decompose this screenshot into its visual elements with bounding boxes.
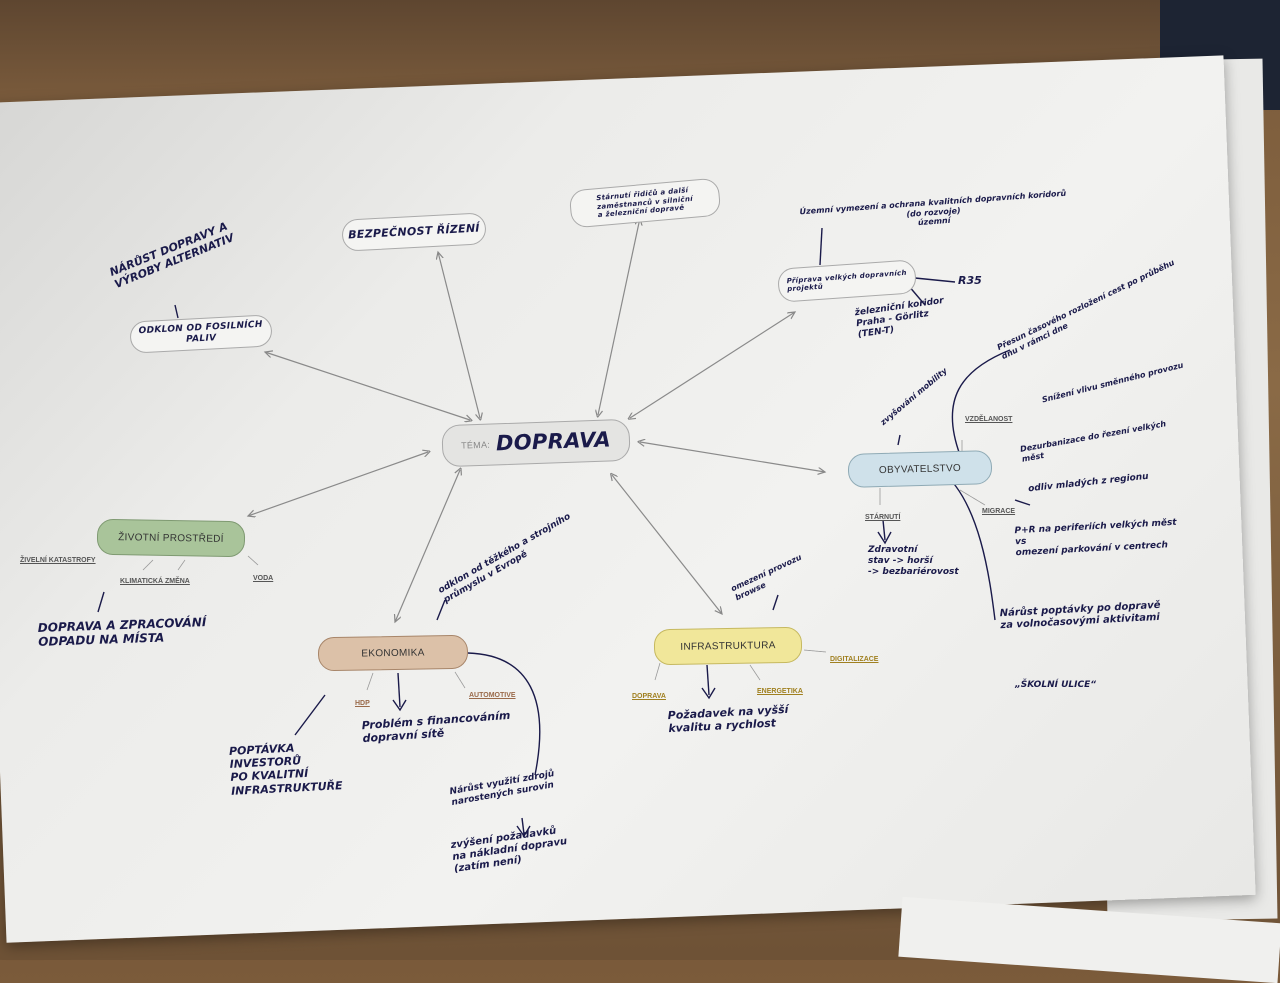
node-ekonomika: EKONOMIKA <box>317 634 469 672</box>
center-prefix: TÉMA: <box>460 439 491 451</box>
label-hdp: HDP <box>355 700 370 707</box>
label-doprava: DOPRAVA <box>632 693 666 700</box>
label-voda: VODA <box>253 575 274 582</box>
node-obyvatelstvo: OBYVATELSTVO <box>847 450 993 488</box>
node-starnuti-ridicu-label: Stárnutí řidičů a další zaměstnanců v si… <box>596 186 694 220</box>
node-zivotni-prostredi: ŽIVOTNÍ PROSTŘEDÍ <box>96 518 246 558</box>
node-zivotni-label: ŽIVOTNÍ PROSTŘEDÍ <box>118 531 224 545</box>
label-migrace: MIGRACE <box>982 508 1016 515</box>
note-poptavka: POPTÁVKA INVESTORŮ PO KVALITNÍ INFRASTRU… <box>228 741 343 798</box>
node-infrastruktura: INFRASTRUKTURA <box>653 626 803 666</box>
note-doprava-odpad: DOPRAVA A ZPRACOVÁNÍ ODPADU NA MÍSTA <box>37 615 207 650</box>
node-ekonomika-label: EKONOMIKA <box>361 646 425 660</box>
note-skolni: „ŠKOLNÍ ULICE“ <box>1015 680 1097 690</box>
label-zivelni-katastrofy: ŽIVELNÍ KATASTROFY <box>20 557 96 564</box>
center-node: TÉMA: DOPRAVA <box>441 418 631 468</box>
note-r35: R35 <box>958 274 982 287</box>
node-obyvatelstvo-label: OBYVATELSTVO <box>878 462 962 476</box>
node-odklon-label: ODKLON OD FOSILNÍCH PALIV <box>138 319 263 345</box>
label-automotive: AUTOMOTIVE <box>469 692 516 699</box>
label-energetika: ENERGETIKA <box>757 688 803 695</box>
node-infrastruktura-label: INFRASTRUKTURA <box>680 639 776 653</box>
connector-lines <box>97 0 1031 838</box>
label-digitalizace: DIGITALIZACE <box>830 656 879 663</box>
label-klimaticka-zmena: KLIMATICKÁ ZMĚNA <box>120 578 190 585</box>
label-starnuti: STÁRNUTÍ <box>865 514 901 521</box>
label-vzdelanost: VZDĚLANOST <box>965 416 1013 423</box>
note-zdravotni: Zdravotní stav -> horší -> bezbariérovos… <box>868 545 959 577</box>
center-title: DOPRAVA <box>495 427 612 456</box>
node-stavba-label: Příprava velkých dopravních projektů <box>786 268 908 294</box>
node-bezpecnost-label: BEZPEČNOST ŘÍZENÍ <box>347 221 481 242</box>
